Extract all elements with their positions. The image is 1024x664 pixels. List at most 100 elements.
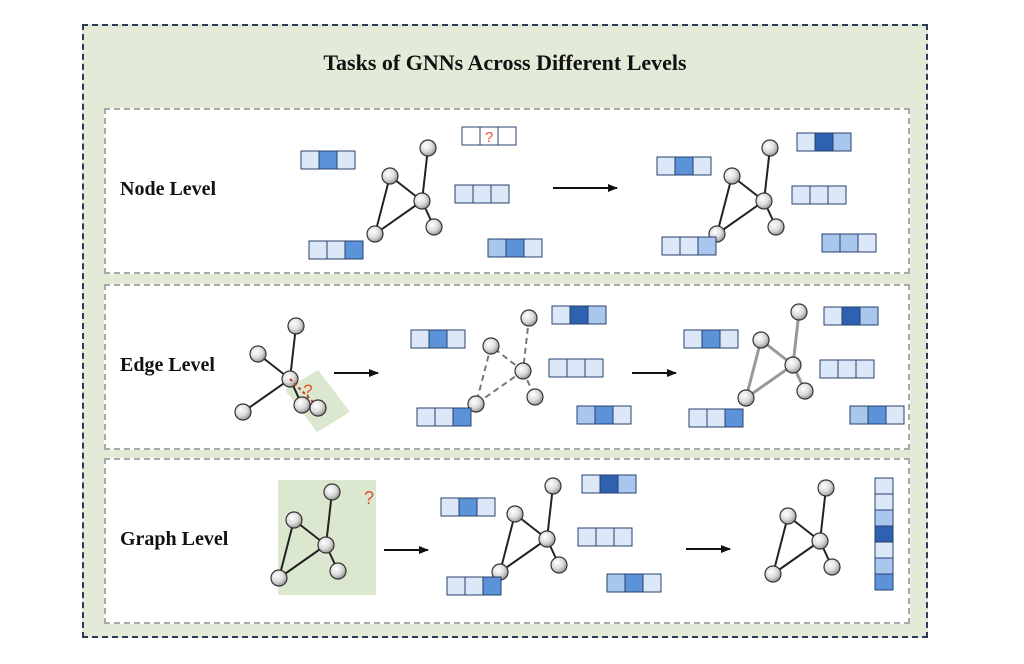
feature-vector bbox=[576, 405, 632, 425]
graph-edge bbox=[716, 200, 765, 235]
feature-cell bbox=[595, 527, 615, 547]
graph-node bbox=[544, 477, 562, 495]
feature-cell bbox=[446, 329, 466, 349]
feature-cell bbox=[841, 306, 861, 326]
feature-cell bbox=[706, 408, 726, 428]
node-input-graph bbox=[366, 139, 443, 243]
feature-cell bbox=[688, 408, 708, 428]
graph-node bbox=[723, 167, 741, 185]
feature-cell bbox=[701, 329, 721, 349]
feature-cell bbox=[318, 150, 338, 170]
feature-vector bbox=[416, 407, 472, 427]
graph-node bbox=[506, 505, 524, 523]
graph-edge bbox=[772, 515, 789, 575]
feature-cell bbox=[809, 185, 829, 205]
feature-cell bbox=[497, 126, 517, 146]
feature-vector bbox=[446, 576, 502, 596]
diagram-title: Tasks of GNNs Across Different Levels bbox=[323, 50, 687, 75]
graph-edge bbox=[374, 200, 423, 235]
feature-cell bbox=[548, 358, 568, 378]
feature-cell bbox=[819, 359, 839, 379]
feature-cell bbox=[344, 240, 364, 260]
graph-node bbox=[761, 139, 779, 157]
graph-node bbox=[526, 388, 544, 406]
graph-node bbox=[317, 536, 335, 554]
graph-edge bbox=[745, 363, 794, 400]
graph-node bbox=[425, 218, 443, 236]
feature-cell bbox=[823, 306, 843, 326]
feature-vector bbox=[454, 184, 510, 204]
feature-vector bbox=[796, 132, 852, 152]
feature-vector bbox=[821, 233, 877, 253]
graph-node bbox=[249, 345, 267, 363]
feature-cell bbox=[416, 407, 436, 427]
graph-node bbox=[767, 218, 785, 236]
feature-cell bbox=[472, 184, 492, 204]
graph-node bbox=[755, 192, 773, 210]
graph-node bbox=[285, 511, 303, 529]
feature-cell bbox=[874, 573, 894, 591]
feature-vector bbox=[823, 306, 879, 326]
feature-cell bbox=[446, 576, 466, 596]
feature-cell bbox=[796, 132, 816, 152]
feature-cell bbox=[599, 474, 619, 494]
graph-output-graph bbox=[764, 479, 841, 583]
feature-cell bbox=[791, 185, 811, 205]
question-mark: ? bbox=[303, 381, 312, 400]
feature-cell bbox=[874, 493, 894, 511]
feature-vector bbox=[308, 240, 364, 260]
feature-cell bbox=[523, 238, 543, 258]
feature-cell bbox=[849, 405, 869, 425]
feature-cell bbox=[674, 156, 694, 176]
graph-node bbox=[419, 139, 437, 157]
feature-cell bbox=[577, 527, 597, 547]
feature-vector bbox=[300, 150, 356, 170]
feature-cell bbox=[839, 233, 859, 253]
feature-cell bbox=[874, 509, 894, 527]
graph-edge bbox=[374, 175, 391, 235]
feature-cell bbox=[410, 329, 430, 349]
graph-edge bbox=[716, 175, 733, 235]
feature-cell bbox=[857, 233, 877, 253]
graph-edge bbox=[421, 147, 429, 202]
feature-cell bbox=[487, 238, 507, 258]
node-level-label: Node Level bbox=[120, 178, 217, 200]
feature-vector bbox=[656, 156, 712, 176]
edge-input-graph bbox=[234, 317, 311, 421]
feature-vector bbox=[440, 497, 496, 517]
feature-cell bbox=[587, 305, 607, 325]
graph-node bbox=[514, 362, 532, 380]
feature-cell bbox=[551, 305, 571, 325]
feature-vector bbox=[487, 238, 543, 258]
graph-node bbox=[538, 530, 556, 548]
feature-vector bbox=[548, 358, 604, 378]
feature-vector bbox=[581, 474, 637, 494]
graph-edge bbox=[499, 513, 516, 573]
feature-cell bbox=[336, 150, 356, 170]
feature-cell bbox=[617, 474, 637, 494]
feature-cell bbox=[692, 156, 712, 176]
feature-cell bbox=[458, 497, 478, 517]
graph-embedding-vector bbox=[874, 477, 894, 591]
graph-node bbox=[329, 562, 347, 580]
question-mark: ? bbox=[485, 129, 493, 146]
graph-edge bbox=[278, 519, 295, 579]
edge-output-graph bbox=[737, 303, 814, 407]
graph-node bbox=[366, 225, 384, 243]
feature-vector bbox=[410, 329, 466, 349]
graph-edge bbox=[499, 538, 548, 573]
feature-cell bbox=[724, 408, 744, 428]
graph-edge bbox=[791, 311, 801, 366]
graph-node bbox=[520, 309, 538, 327]
feature-cell bbox=[679, 236, 699, 256]
feature-cell bbox=[505, 238, 525, 258]
feature-vector bbox=[683, 329, 739, 349]
graph-node bbox=[796, 382, 814, 400]
feature-cell bbox=[832, 132, 852, 152]
feature-cell bbox=[464, 576, 484, 596]
feature-cell bbox=[885, 405, 905, 425]
feature-vector bbox=[661, 236, 717, 256]
graph-node bbox=[790, 303, 808, 321]
graph-node bbox=[752, 331, 770, 349]
feature-cell bbox=[874, 477, 894, 495]
